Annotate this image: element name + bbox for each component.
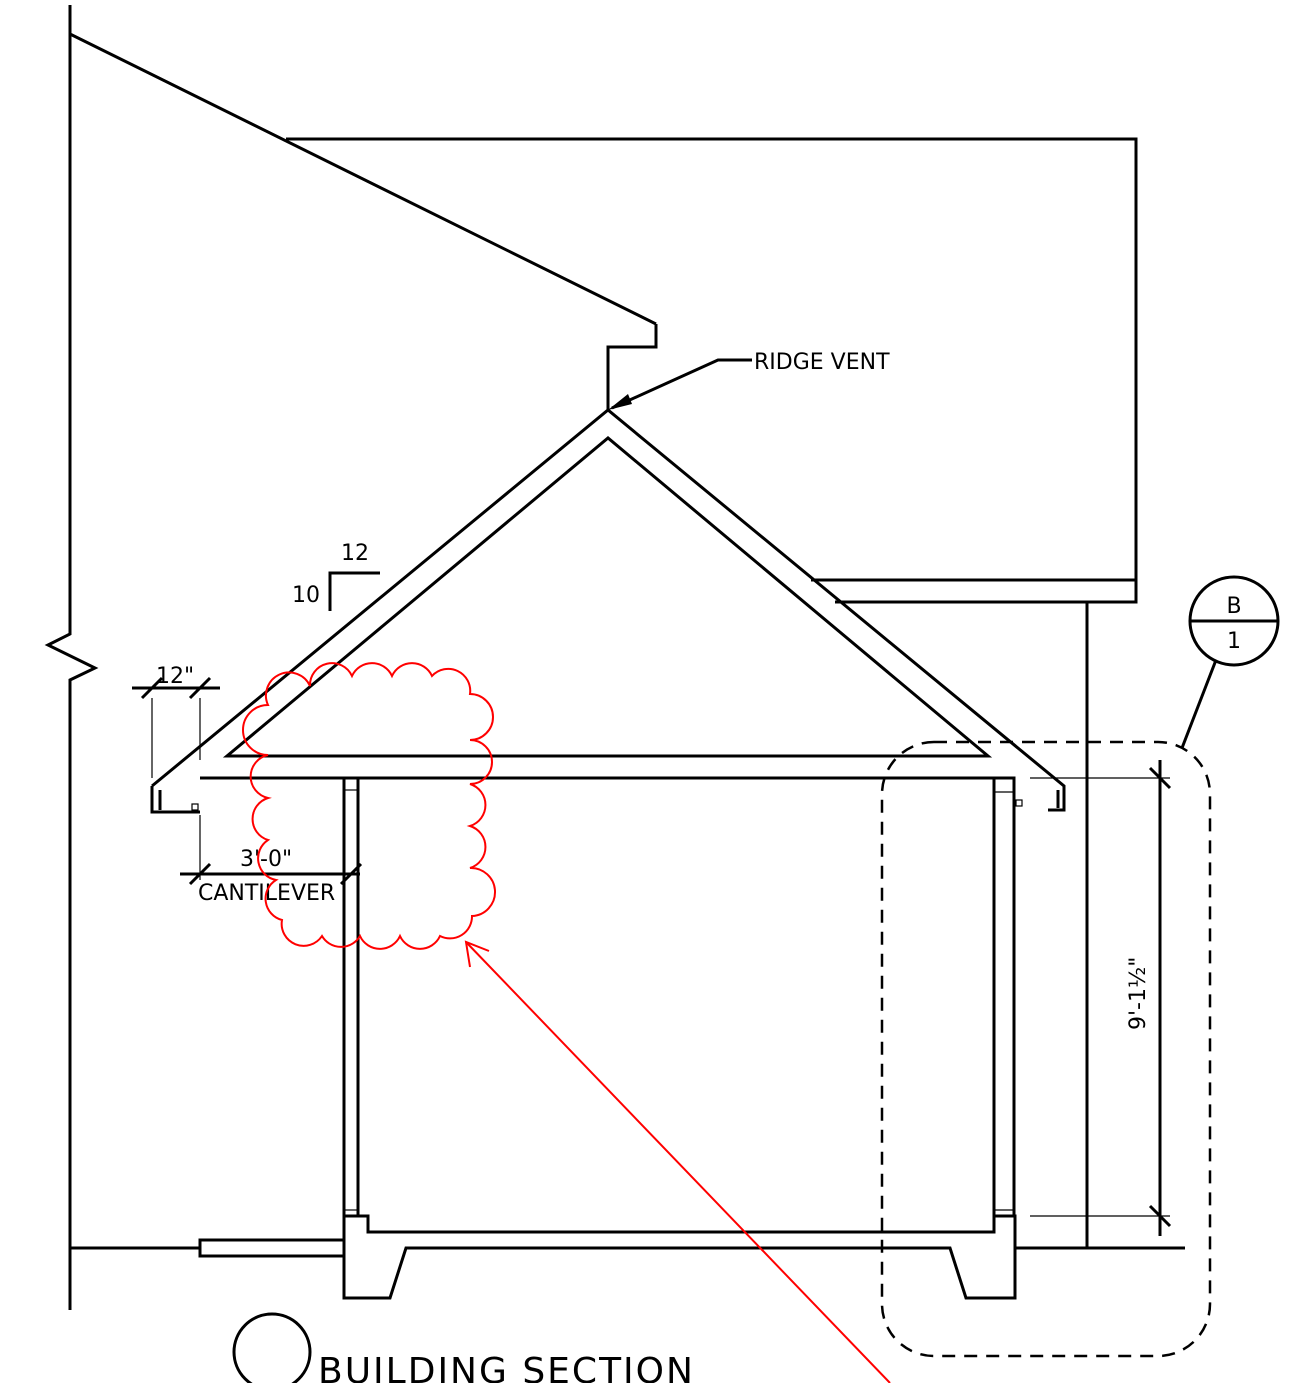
detail-ref-sheet: 1 — [1227, 629, 1241, 654]
section-title: BUILDING SECTION — [318, 1351, 695, 1383]
roof-pitch-symbol: 12 10 — [292, 541, 380, 611]
section-title-block: BUILDING SECTION — [232, 1312, 695, 1383]
foundation-slab — [198, 1214, 1017, 1300]
addition-walls — [342, 776, 1016, 1218]
wall-height-dimension: 9'-1½" — [1030, 760, 1172, 1236]
gable-roof — [150, 408, 1066, 814]
overhang-dimension: 12" — [132, 664, 220, 778]
pitch-run-label: 12 — [341, 541, 369, 566]
overhang-dim-label: 12" — [156, 664, 194, 689]
cantilever-dim-label: 3'-0" — [240, 847, 292, 872]
detail-ref-letter: B — [1226, 594, 1241, 619]
cantilever-dimension: 3'-0" CANTILEVER — [180, 815, 363, 906]
ridge-vent-callout: RIDGE VENT — [608, 350, 890, 410]
existing-building-outline — [44, 5, 1185, 1310]
revision-cloud — [242, 662, 891, 1383]
pitch-rise-label: 10 — [292, 583, 320, 608]
wall-height-label: 9'-1½" — [1126, 957, 1151, 1030]
ridge-vent-label: RIDGE VENT — [754, 350, 890, 375]
detail-boundary — [880, 740, 1212, 1358]
detail-reference-bubble: B 1 — [1180, 575, 1280, 749]
